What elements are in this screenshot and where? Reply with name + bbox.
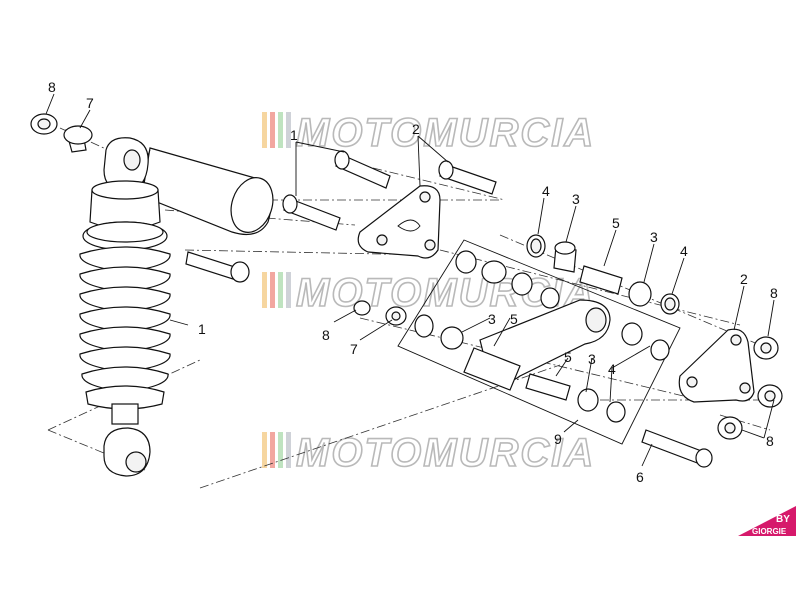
callout-3-a: 3 <box>572 191 580 207</box>
plate-2-right <box>678 328 755 403</box>
callout-5-b: 5 <box>510 311 518 327</box>
callout-1-shock: 1 <box>198 321 206 337</box>
plate-2-top <box>357 185 441 259</box>
callout-7-mid: 7 <box>350 341 358 357</box>
callout-5-c: 5 <box>564 349 572 365</box>
bolts-top <box>185 150 497 283</box>
watermark-bottom: MOTOMURCIA <box>262 430 595 476</box>
brand-logo: BY GIORGIE <box>738 506 796 536</box>
linkage-box-9 <box>397 239 681 445</box>
spring-coils <box>79 246 171 393</box>
callout-8-mid: 8 <box>322 327 330 343</box>
callout-3-c: 3 <box>488 311 496 327</box>
callout-1-bolts: 1 <box>290 127 298 143</box>
callout-8-top-left: 8 <box>48 79 56 95</box>
callout-5-a: 5 <box>612 215 620 231</box>
callout-2-top-plate: 2 <box>412 121 420 137</box>
callouts: 8 7 1 2 4 3 5 3 4 2 8 3 5 5 3 4 8 1 8 7 … <box>48 79 778 485</box>
callout-4-c: 4 <box>608 361 616 377</box>
bearing-row-upper <box>526 234 680 315</box>
callout-7-top-left: 7 <box>86 95 94 111</box>
nut-8-top-left <box>30 113 58 135</box>
logo-text-line1: BY <box>776 514 790 525</box>
callout-4-a: 4 <box>542 183 550 199</box>
callout-6-pin: 6 <box>636 469 644 485</box>
callout-9-linkage: 9 <box>554 431 562 447</box>
nuts-8-right <box>717 336 783 440</box>
callout-3-d: 3 <box>588 351 596 367</box>
bushing-7-top-left <box>63 125 93 153</box>
pin-6 <box>641 429 713 468</box>
callout-3-b: 3 <box>650 229 658 245</box>
callout-8-right-top: 8 <box>770 285 778 301</box>
leader-lines <box>45 93 775 467</box>
watermark-top: MOTOMURCIA <box>262 110 595 156</box>
callout-8-right-bottom: 8 <box>766 433 774 449</box>
watermark-text-bottom: MOTOMURCIA <box>296 431 595 475</box>
logo-text-line2: GIORGIE <box>752 527 787 536</box>
shock-absorber <box>79 137 274 477</box>
callout-4-b: 4 <box>680 243 688 259</box>
watermark-text-top: MOTOMURCIA <box>296 111 595 155</box>
callout-2-right-plate: 2 <box>740 271 748 287</box>
